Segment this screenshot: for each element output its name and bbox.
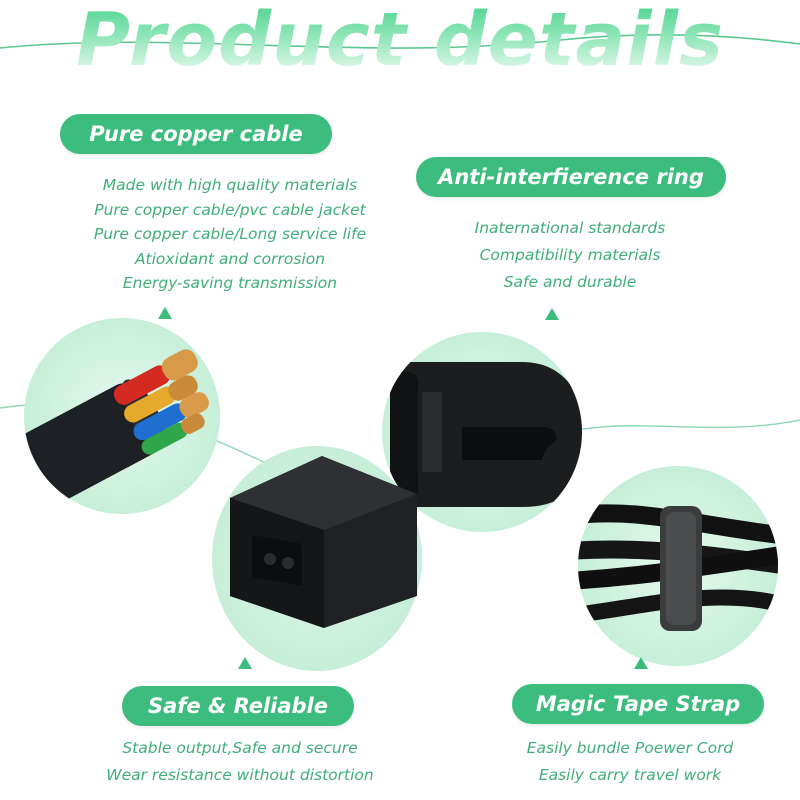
description-line: Compatibility materials: [479, 246, 661, 264]
description-line: Wear resistance without distortion: [106, 766, 374, 784]
power-adapter-photo: [212, 446, 422, 671]
triangle-marker-icon: [238, 657, 252, 669]
triangle-marker-icon: [158, 307, 172, 319]
magic-tape-strap-description: Easily bundle Poewer Cord Easily carry t…: [460, 735, 800, 789]
pure-copper-cable-badge: Pure copper cable: [60, 114, 332, 154]
safe-reliable-badge: Safe & Reliable: [122, 686, 354, 726]
cable-strap-illustration: [578, 504, 778, 631]
pure-copper-cable-description: Made with high quality materials Pure co…: [20, 173, 440, 296]
safe-reliable-description: Stable output,Safe and secure Wear resis…: [40, 735, 440, 789]
description-line: Atioxidant and corrosion: [134, 249, 326, 268]
magic-tape-strap-badge: Magic Tape Strap: [512, 684, 764, 724]
triangle-marker-icon: [634, 657, 648, 669]
connector-plug-illustration: [390, 362, 582, 507]
description-line: Stable output,Safe and secure: [122, 739, 358, 757]
anti-interference-ring-badge: Anti-interfierence ring: [416, 157, 726, 197]
page-title: Product details: [0, 0, 800, 86]
description-line: Pure copper cable/Long service life: [93, 225, 367, 243]
cable-cross-section-photo: [24, 318, 220, 514]
description-line: Energy-saving transmission: [122, 274, 338, 292]
cable-cross-section-illustration: [24, 349, 209, 514]
cable-strap-photo: [578, 466, 778, 666]
anti-interference-ring-description: Inaternational standards Compatibility m…: [400, 215, 740, 296]
description-line: Made with high quality materials: [102, 176, 358, 194]
description-line: Pure copper cable/pvc cable jacket: [94, 200, 366, 219]
description-line: Inaternational standards: [474, 219, 666, 237]
description-line: Easily carry travel work: [538, 766, 722, 784]
triangle-marker-icon: [545, 308, 559, 320]
power-adapter-illustration: [230, 456, 417, 628]
description-line: Safe and durable: [503, 273, 637, 291]
description-line: Easily bundle Poewer Cord: [526, 739, 734, 757]
